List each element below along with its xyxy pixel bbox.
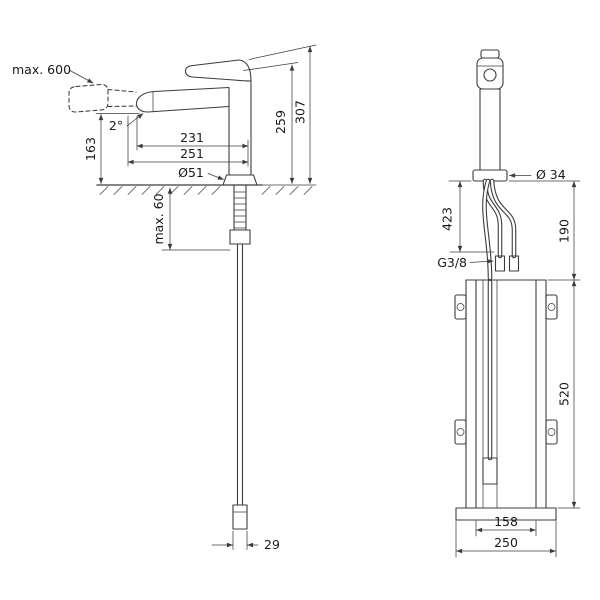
screw-hole: [547, 428, 556, 436]
mounting-tab: [454, 294, 467, 320]
screw-hole: [456, 428, 465, 436]
faucet-body-front: [479, 88, 501, 171]
countertop-section: [96, 184, 317, 195]
dimension-labels: max. 600 163 2° 231 251 Ø51 259 307 max.…: [12, 62, 572, 552]
mounting-tab: [545, 419, 558, 445]
pullout-spray-extended: [68, 83, 137, 113]
dia51-leader: [207, 173, 224, 180]
max-reach-label: max. 600: [12, 62, 71, 77]
base-escutcheon: [472, 169, 508, 182]
hose-fitting: [494, 255, 506, 272]
faucet-front-outline: [472, 49, 508, 182]
g38-leader: [469, 259, 494, 264]
drawing-linework: [68, 44, 581, 558]
hose-end-fitting: [232, 504, 248, 530]
hose-length-label: 423: [440, 207, 455, 231]
max-reach-leader: [68, 69, 94, 84]
handle-front: [476, 57, 504, 90]
angle-leader: [126, 113, 144, 127]
max-deck-thickness-label: max. 60: [151, 193, 166, 244]
height-307-label: 307: [293, 100, 308, 124]
mounting-tab: [454, 419, 467, 445]
depth-190-label: 190: [557, 219, 572, 243]
front-view: [448, 49, 581, 558]
connection-thread-label: G3/8: [437, 255, 467, 270]
box-height-label: 520: [557, 382, 572, 406]
mounting-box: [454, 279, 558, 521]
mounting-nut: [229, 229, 251, 245]
box-inner-width-label: 158: [494, 514, 518, 529]
height-259-label: 259: [273, 110, 288, 134]
side-view: [68, 44, 317, 550]
screw-hole: [456, 303, 465, 311]
side-view-dimensions: [68, 44, 317, 550]
shank-and-pullout-hose: [229, 184, 251, 530]
handle-top-cap: [480, 49, 500, 59]
handle-loop: [483, 68, 497, 82]
screw-hole: [547, 303, 556, 311]
mounting-tab: [545, 294, 558, 320]
spout-angle-label: 2°: [109, 118, 123, 133]
box-foot: [455, 507, 557, 521]
spout-height-label: 163: [83, 137, 98, 161]
hose-weight: [482, 457, 498, 485]
front-view-dimensions: [448, 173, 581, 558]
front-base-diameter-label: Ø 34: [536, 167, 566, 182]
handle-lever: [184, 59, 252, 82]
base-diameter-label: Ø51: [178, 165, 204, 180]
hose-width-label: 29: [264, 537, 280, 552]
box-outer-width-label: 250: [494, 535, 518, 550]
reach-231-label: 231: [180, 130, 204, 145]
supply-hoses: [482, 178, 520, 485]
hose-fitting: [508, 255, 520, 272]
spout: [135, 86, 230, 113]
reach-251-label: 251: [180, 146, 204, 161]
